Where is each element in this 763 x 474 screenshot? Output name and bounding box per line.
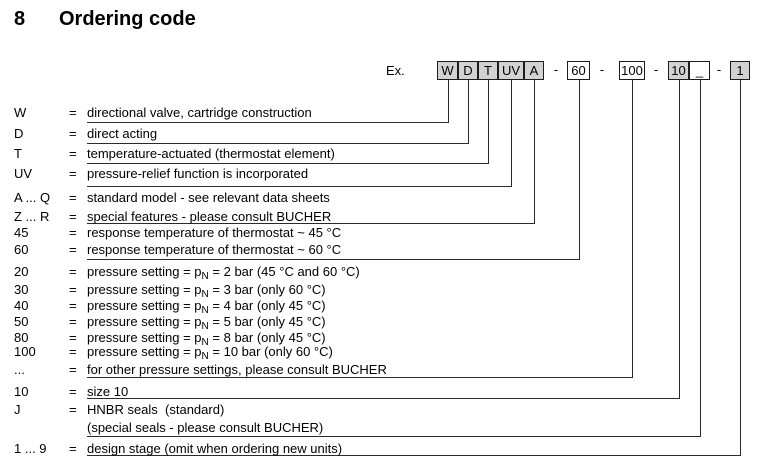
code-row: 30 = pressure setting = pN = 3 bar (only 6… [0, 282, 763, 300]
code-label: 60 [14, 242, 29, 257]
code-row: 50 = pressure setting = pN = 5 bar (only 4… [0, 314, 763, 332]
equals-sign: = [69, 384, 77, 399]
equals-sign: = [69, 146, 77, 161]
equals-sign: = [69, 362, 77, 377]
code-row: W = directional valve, cartridge construct… [0, 105, 763, 121]
code-label: 10 [14, 384, 29, 399]
code-label: T [14, 146, 22, 161]
code-separator: - [599, 62, 605, 77]
code-row: J = HNBR seals (standard) [0, 402, 763, 418]
example-label: Ex. [386, 63, 405, 78]
code-description: response temperature of thermostat ~ 60 … [87, 242, 342, 257]
code-row: 40 = pressure setting = pN = 4 bar (only 4… [0, 298, 763, 316]
equals-sign: = [69, 314, 77, 329]
code-label: D [14, 126, 24, 141]
code-row: A ... Q = standard model - see relevant da… [0, 190, 763, 206]
code-description: directional valve, cartridge constructio… [87, 105, 312, 120]
code-box-a: A [524, 61, 544, 80]
equals-sign: = [69, 166, 77, 181]
code-label: A ... Q [14, 190, 51, 205]
equals-sign: = [69, 441, 77, 456]
code-row: UV = pressure-relief function is incorpora… [0, 166, 763, 182]
code-description: standard model - see relevant data sheet… [87, 190, 330, 205]
code-row: 60 = response temperature of thermostat ~ … [0, 242, 763, 258]
equals-sign: = [69, 190, 77, 205]
code-row: 45 = response temperature of thermostat ~ … [0, 225, 763, 241]
code-separator: - [716, 62, 722, 77]
page-title: Ordering code [59, 8, 196, 30]
code-description: HNBR seals (standard) [87, 402, 225, 417]
code-description: pressure-relief function is incorporated [87, 166, 309, 181]
equals-sign: = [69, 330, 77, 345]
code-description: pressure setting = pN = 3 bar (only 60 °… [87, 282, 326, 300]
equals-sign: = [69, 298, 77, 313]
code-description: for other pressure settings, please cons… [87, 362, 387, 377]
code-row: 80 = pressure setting = pN = 8 bar (only 4… [0, 330, 763, 348]
code-row: 20 = pressure setting = pN = 2 bar (45 °C … [0, 264, 763, 282]
code-label: 30 [14, 282, 29, 297]
code-description: pressure setting = pN = 2 bar (45 °C and… [87, 264, 360, 282]
code-row: 100 = pressure setting = pN = 10 bar (only… [0, 344, 763, 362]
code-label: W [14, 105, 27, 120]
code-label: 80 [14, 330, 29, 345]
code-row: (special seals - please consult BUCHER) [0, 420, 763, 436]
code-row: D = direct acting [0, 126, 763, 142]
section-number: 8 [14, 8, 26, 30]
code-description: pressure setting = pN = 8 bar (only 45 °… [87, 330, 326, 348]
code-box-w: W [437, 61, 458, 80]
code-description: pressure setting = pN = 5 bar (only 45 °… [87, 314, 326, 332]
code-row: ... = for other pressure settings, please … [0, 362, 763, 378]
code-label: 45 [14, 225, 29, 240]
code-box-t: T [478, 61, 498, 80]
code-label: 50 [14, 314, 29, 329]
code-box-60: 60 [567, 61, 590, 80]
code-description: size 10 [87, 384, 129, 399]
code-description: pressure setting = pN = 10 bar (only 60 … [87, 344, 333, 362]
code-label: 20 [14, 264, 29, 279]
code-row: 10 = size 10 [0, 384, 763, 400]
equals-sign: = [69, 209, 77, 224]
equals-sign: = [69, 105, 77, 120]
equals-sign: = [69, 344, 77, 359]
code-description: direct acting [87, 126, 158, 141]
code-label: Z ... R [14, 209, 50, 224]
equals-sign: = [69, 242, 77, 257]
code-box-d: D [458, 61, 478, 80]
code-separator: - [553, 62, 559, 77]
code-label: 40 [14, 298, 29, 313]
code-description: pressure setting = pN = 4 bar (only 45 °… [87, 298, 326, 316]
code-description: (special seals - please consult BUCHER) [87, 420, 324, 435]
code-label: 100 [14, 344, 36, 359]
code-label: J [14, 402, 21, 417]
code-description: response temperature of thermostat ~ 45 … [87, 225, 342, 240]
code-row: T = temperature-actuated (thermostat eleme… [0, 146, 763, 162]
code-box-10: 10 [668, 61, 689, 80]
code-label: 1 ... 9 [14, 441, 47, 456]
code-label: ... [14, 362, 25, 377]
equals-sign: = [69, 402, 77, 417]
equals-sign: = [69, 264, 77, 279]
code-separator: - [653, 62, 659, 77]
code-box-1: 1 [730, 61, 750, 80]
code-description: temperature-actuated (thermostat element… [87, 146, 335, 161]
code-box-100: 100 [619, 61, 645, 80]
equals-sign: = [69, 126, 77, 141]
equals-sign: = [69, 225, 77, 240]
code-row: 1 ... 9 = design stage (omit when ordering… [0, 441, 763, 457]
equals-sign: = [69, 282, 77, 297]
code-row: Z ... R = special features - please consul… [0, 209, 763, 225]
code-box-uv: UV [498, 61, 524, 80]
code-label: UV [14, 166, 33, 181]
code-box-blank: _ [689, 61, 710, 80]
code-description: design stage (omit when ordering new uni… [87, 441, 343, 456]
code-description: special features - please consult BUCHER [87, 209, 332, 224]
